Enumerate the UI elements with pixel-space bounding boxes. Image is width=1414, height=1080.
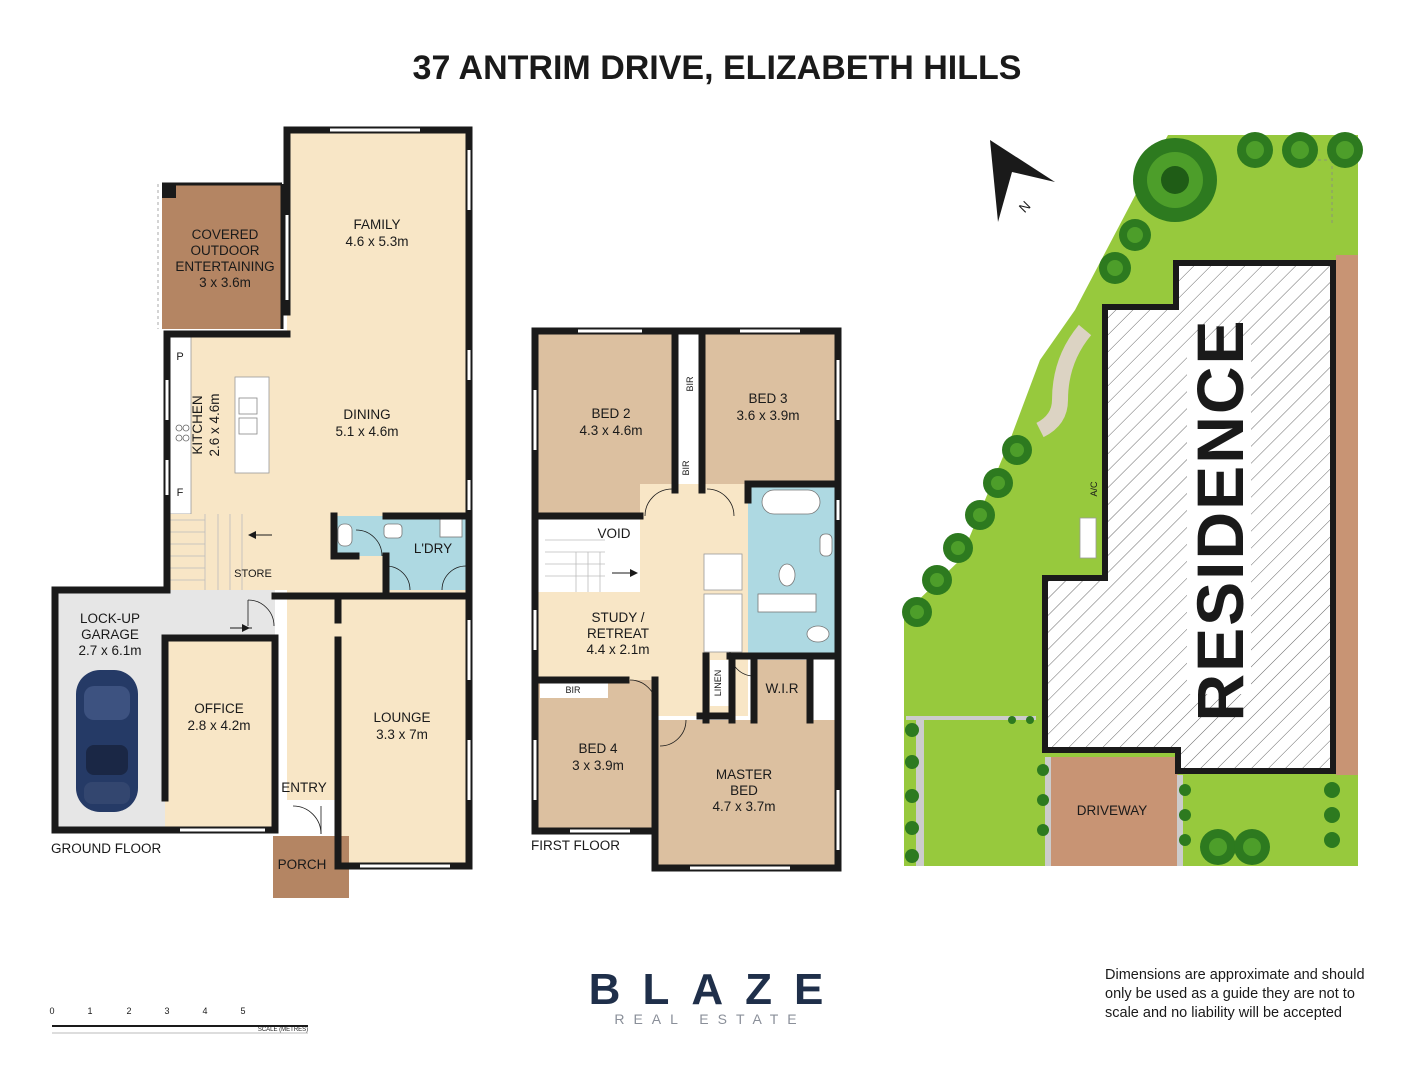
tree-icons — [902, 132, 1363, 865]
wir-label: W.I.R — [766, 681, 799, 696]
svg-text:3.6 x 3.9m: 3.6 x 3.9m — [736, 408, 799, 423]
office-room — [165, 638, 273, 828]
svg-text:3 x 3.6m: 3 x 3.6m — [199, 275, 251, 290]
bed3-room — [702, 334, 835, 484]
bed4-label: BED 4 3 x 3.9m — [572, 741, 624, 773]
svg-text:4: 4 — [202, 1006, 207, 1016]
dining-label: DINING 5.1 x 4.6m — [335, 407, 398, 439]
svg-text:DINING: DINING — [343, 407, 390, 422]
svg-text:OFFICE: OFFICE — [194, 701, 244, 716]
svg-text:4.7 x 3.7m: 4.7 x 3.7m — [712, 799, 775, 814]
void-label: VOID — [597, 526, 630, 541]
svg-text:BLAZE: BLAZE — [589, 965, 846, 1014]
ac-label: A/C — [1089, 481, 1099, 497]
car-icon — [76, 670, 138, 812]
svg-text:COVERED: COVERED — [192, 227, 259, 242]
site-plan: RESIDENCE A/C DRIVEWAY — [902, 132, 1363, 866]
linen-label: LINEN — [713, 670, 723, 697]
kitchen-label: KITCHEN 2.6 x 4.6m — [190, 393, 222, 456]
svg-text:REAL ESTATE: REAL ESTATE — [614, 1011, 805, 1027]
lounge-label: LOUNGE 3.3 x 7m — [373, 710, 430, 742]
master-bed-room — [658, 720, 835, 865]
covered-outdoor-area — [162, 184, 282, 329]
driveway-label: DRIVEWAY — [1077, 803, 1148, 818]
svg-text:GARAGE: GARAGE — [81, 627, 139, 642]
brand-logo: BLAZE REAL ESTATE — [589, 965, 846, 1027]
svg-text:FAMILY: FAMILY — [353, 217, 400, 232]
driveway-area — [1048, 757, 1178, 866]
bed2-label: BED 2 4.3 x 4.6m — [579, 406, 642, 438]
svg-text:1: 1 — [87, 1006, 92, 1016]
svg-text:BED 3: BED 3 — [748, 391, 787, 406]
svg-text:BED: BED — [730, 783, 758, 798]
svg-text:4.6 x 5.3m: 4.6 x 5.3m — [345, 234, 408, 249]
page-title: 37 ANTRIM DRIVE, ELIZABETH HILLS — [413, 49, 1022, 87]
entry-label: ENTRY — [281, 780, 327, 795]
bed3-label: BED 3 3.6 x 3.9m — [736, 391, 799, 423]
office-label: OFFICE 2.8 x 4.2m — [187, 701, 250, 733]
svg-text:KITCHEN: KITCHEN — [190, 395, 205, 454]
svg-text:STUDY /: STUDY / — [591, 610, 644, 625]
svg-text:5: 5 — [240, 1006, 245, 1016]
study-label: STUDY / RETREAT 4.4 x 2.1m — [586, 610, 649, 657]
scale-bar: 0 1 2 3 4 5 SCALE (METRES) — [49, 1006, 308, 1034]
bir-label: BIR — [681, 460, 691, 476]
laundry-label: L'DRY — [414, 541, 452, 556]
bed4-room — [538, 680, 658, 828]
bir-label: BIR — [685, 376, 695, 392]
bir-label: BIR — [565, 685, 581, 695]
svg-text:3.3 x 7m: 3.3 x 7m — [376, 727, 428, 742]
svg-text:OUTDOOR: OUTDOOR — [191, 243, 260, 258]
svg-text:SCALE (METRES): SCALE (METRES) — [258, 1027, 308, 1033]
svg-text:3: 3 — [164, 1006, 169, 1016]
ground-floor-label: GROUND FLOOR — [51, 841, 162, 856]
fridge-label: F — [177, 487, 184, 499]
svg-text:ENTERTAINING: ENTERTAINING — [175, 259, 274, 274]
master-bed-label: MASTER BED 4.7 x 3.7m — [712, 767, 775, 814]
ground-living-area — [167, 130, 469, 866]
north-arrow-icon: N — [990, 140, 1055, 222]
svg-text:4.3 x 4.6m: 4.3 x 4.6m — [579, 423, 642, 438]
first-floor-label: FIRST FLOOR — [531, 838, 620, 853]
pantry-label: P — [176, 351, 183, 363]
svg-text:BED 4: BED 4 — [578, 741, 618, 756]
svg-text:3 x 3.9m: 3 x 3.9m — [572, 758, 624, 773]
first-floor-plan: BED 2 4.3 x 4.6m BED 3 3.6 x 3.9m BIR BI… — [531, 327, 842, 872]
svg-text:4.4 x 2.1m: 4.4 x 2.1m — [586, 642, 649, 657]
svg-text:RETREAT: RETREAT — [587, 626, 649, 641]
kitchen-island — [234, 376, 270, 474]
store-label: STORE — [234, 568, 272, 580]
svg-text:LOCK-UP: LOCK-UP — [80, 611, 140, 626]
residence-label: RESIDENCE — [1183, 318, 1257, 721]
disclaimer-text: Dimensions are approximate and should on… — [1105, 967, 1365, 1021]
family-label: FAMILY 4.6 x 5.3m — [345, 217, 408, 249]
svg-text:2.7 x 6.1m: 2.7 x 6.1m — [78, 643, 141, 658]
svg-text:0: 0 — [49, 1006, 54, 1016]
ground-floor-plan: COVERED OUTDOOR ENTERTAINING 3 x 3.6m FA… — [51, 126, 473, 898]
garage-label: LOCK-UP GARAGE 2.7 x 6.1m — [78, 611, 141, 658]
svg-text:5.1 x 4.6m: 5.1 x 4.6m — [335, 424, 398, 439]
porch-label: PORCH — [278, 857, 327, 872]
svg-text:2: 2 — [126, 1006, 131, 1016]
svg-text:LOUNGE: LOUNGE — [373, 710, 430, 725]
svg-text:N: N — [1016, 198, 1034, 216]
svg-text:BED 2: BED 2 — [591, 406, 630, 421]
svg-text:MASTER: MASTER — [716, 767, 773, 782]
covered-outdoor-label: COVERED OUTDOOR ENTERTAINING 3 x 3.6m — [175, 227, 274, 290]
svg-text:2.8 x 4.2m: 2.8 x 4.2m — [187, 718, 250, 733]
svg-text:2.6 x 4.6m: 2.6 x 4.6m — [207, 393, 222, 456]
